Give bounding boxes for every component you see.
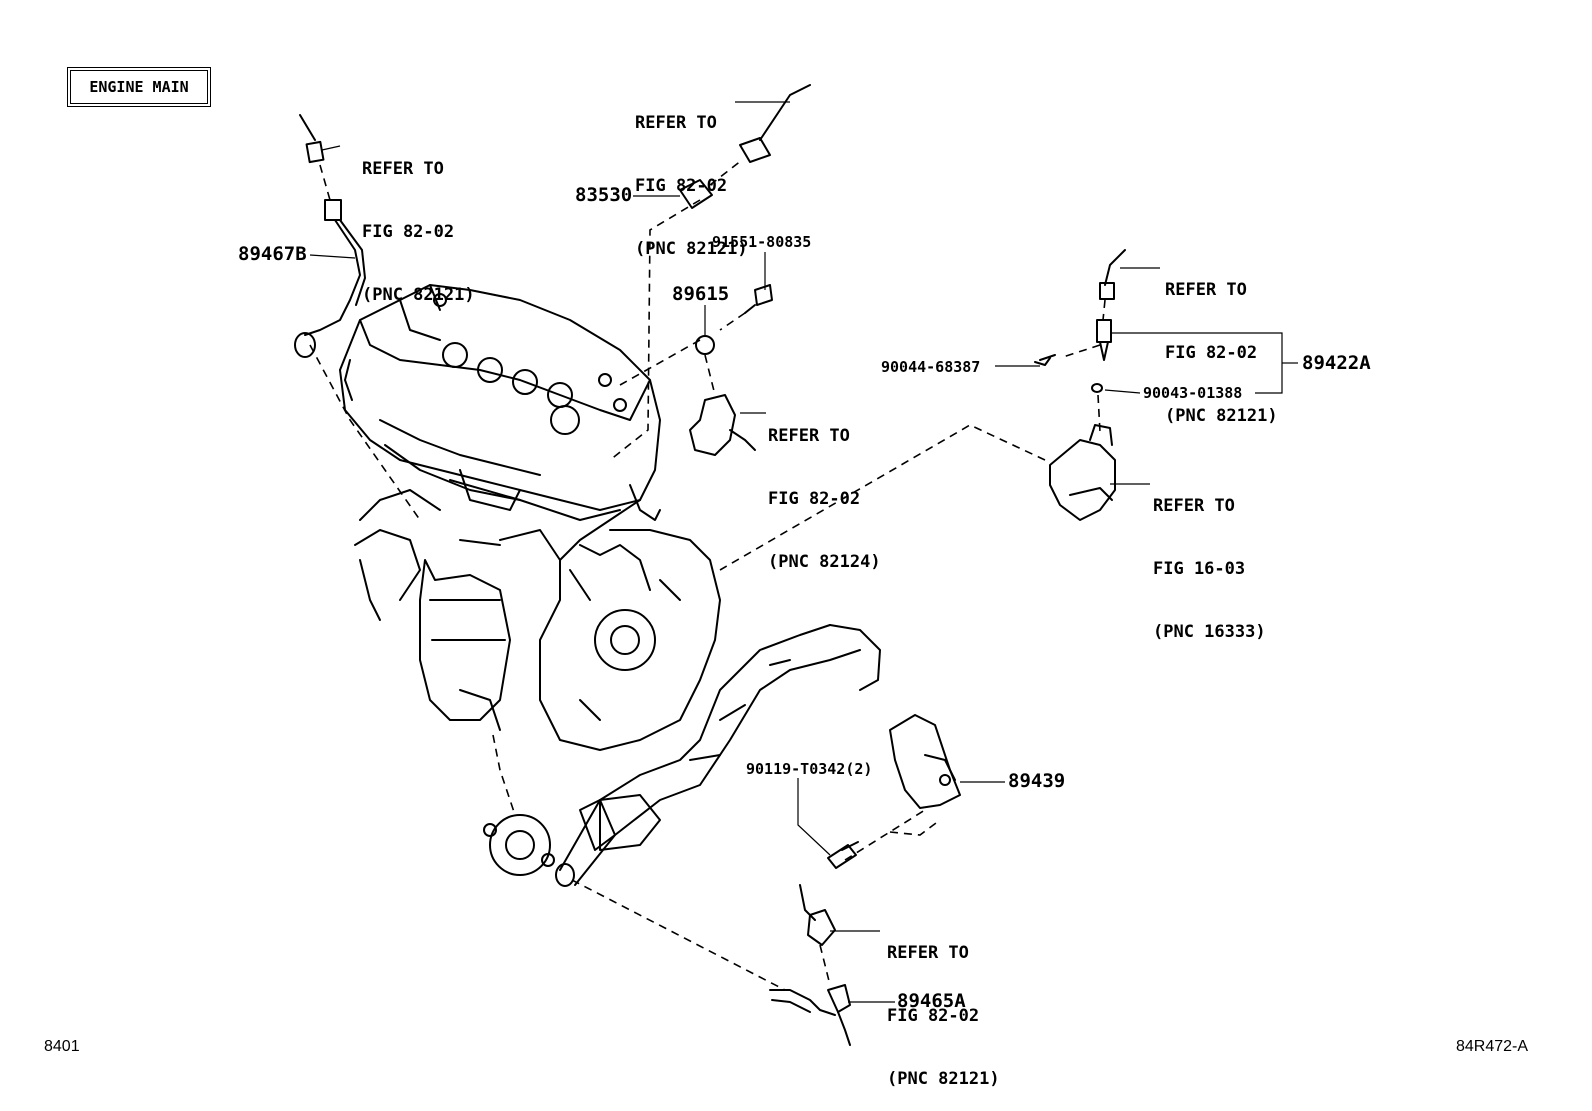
callout-ref4: REFER TO FIG 82-02 (PNC 82124) bbox=[768, 384, 881, 594]
section-label-box: ENGINE MAIN bbox=[67, 67, 211, 107]
part-number-89422a[interactable]: 89422A bbox=[1302, 352, 1371, 374]
callout-line: (PNC 82121) bbox=[1165, 406, 1278, 426]
callout-line: FIG 82-02 bbox=[887, 1006, 980, 1026]
section-label: ENGINE MAIN bbox=[89, 78, 189, 96]
bracket-89439 bbox=[889, 714, 961, 809]
callout-ref6: REFER TO FIG 82-02 (PNC 82121) bbox=[887, 901, 1000, 1111]
exhaust-pipe-assembly bbox=[483, 624, 881, 887]
part-number-89615[interactable]: 89615 bbox=[672, 283, 730, 305]
part-number-83530[interactable]: 83530 bbox=[575, 184, 633, 206]
engine-assembly bbox=[339, 284, 721, 751]
callout-line: (PNC 82121) bbox=[887, 1069, 1000, 1089]
callout-ref2: REFER TO FIG 82-02 (PNC 82121) bbox=[635, 71, 748, 281]
figure-code: 84R472-A bbox=[1456, 1038, 1529, 1055]
part-number-90119-t0342[interactable]: 90119-T0342(2) bbox=[746, 760, 873, 778]
callout-line: (PNC 82124) bbox=[768, 552, 881, 572]
callout-line: FIG 82-02 bbox=[768, 489, 861, 509]
oxygen-sensor-89465a bbox=[769, 884, 851, 1046]
callout-ref5: REFER TO FIG 16-03 (PNC 16333) bbox=[1153, 454, 1266, 664]
callout-line: REFER TO bbox=[887, 943, 969, 963]
callout-line: (PNC 16333) bbox=[1153, 622, 1266, 642]
part-number-91551-80835[interactable]: 91551-80835 bbox=[712, 233, 812, 251]
callout-line: REFER TO bbox=[1165, 280, 1247, 300]
callout-line: (PNC 82121) bbox=[362, 285, 475, 305]
bolt-90119 bbox=[827, 841, 859, 869]
part-number-89439[interactable]: 89439 bbox=[1008, 770, 1066, 792]
callout-line: REFER TO bbox=[635, 113, 717, 133]
callout-line: FIG 16-03 bbox=[1153, 559, 1246, 579]
temp-sensor-89422a bbox=[1034, 249, 1126, 521]
part-number-90043-01388[interactable]: 90043-01388 bbox=[1143, 384, 1243, 402]
page-code: 8401 bbox=[44, 1038, 80, 1055]
callout-ref1: REFER TO FIG 82-02 (PNC 82121) bbox=[362, 117, 475, 327]
oxygen-sensor-89467b bbox=[294, 114, 366, 358]
callout-line: REFER TO bbox=[768, 426, 850, 446]
sensor-89615 bbox=[689, 284, 773, 456]
callout-line: REFER TO bbox=[1153, 496, 1235, 516]
callout-line: FIG 82-02 bbox=[1165, 343, 1258, 363]
part-number-89465a[interactable]: 89465A bbox=[897, 990, 966, 1012]
part-number-89467b[interactable]: 89467B bbox=[238, 243, 307, 265]
callout-line: REFER TO bbox=[362, 159, 444, 179]
part-number-90044-68387[interactable]: 90044-68387 bbox=[881, 358, 981, 376]
callout-line: FIG 82-02 bbox=[362, 222, 455, 242]
callout-line: (PNC 82121) bbox=[635, 239, 748, 259]
callout-ref3: REFER TO FIG 82-02 (PNC 82121) bbox=[1165, 238, 1278, 448]
callout-line: FIG 82-02 bbox=[635, 176, 728, 196]
